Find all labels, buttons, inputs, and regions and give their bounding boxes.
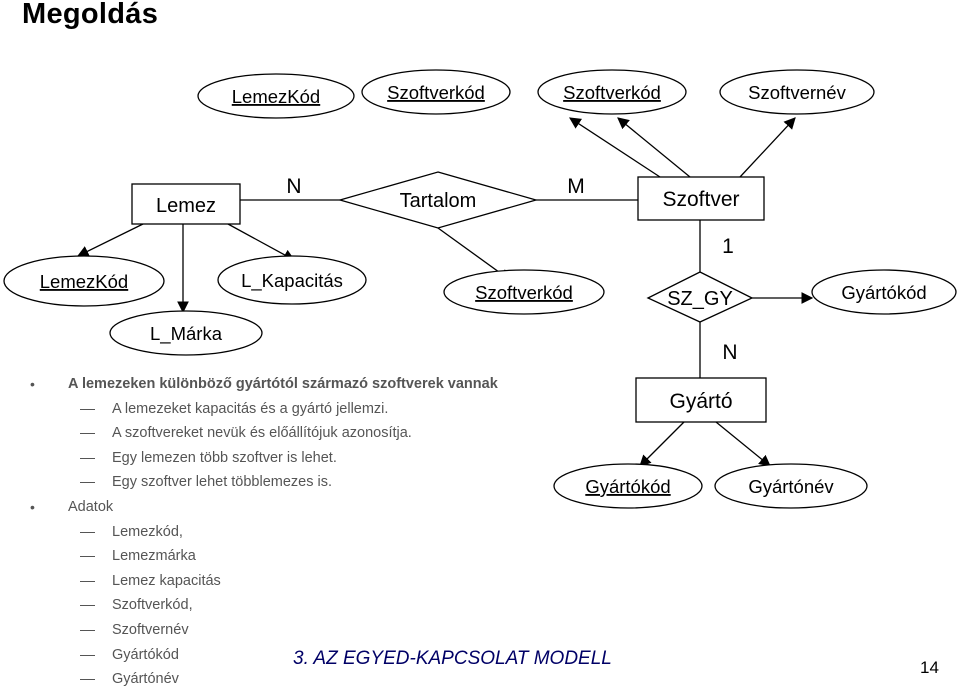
relationship-tartalom [337, 171, 539, 229]
line-szoftver-szoftverkod2 [617, 117, 691, 178]
entity-szoftver-label: Szoftver [662, 188, 739, 211]
cardinality-n-bottom: N [722, 341, 737, 364]
attr-szoftverkod-2 [537, 69, 687, 115]
relationship-szgy [646, 271, 754, 323]
attr-gyartonev-label: Gyártónév [748, 476, 834, 497]
entity-szoftver [637, 176, 765, 221]
entity-lemez-label: Lemez [156, 195, 216, 217]
bullet-subitem: Lemezkód, [30, 520, 590, 545]
line-szoftver-szoftvernev [739, 117, 796, 178]
bullet-subitem: Szoftvernév [30, 618, 590, 643]
entity-gyarto [635, 377, 767, 423]
bullet-item: A lemezeken különböző gyártótól származó… [30, 372, 590, 397]
page-title: Megoldás [22, 0, 159, 30]
attr-lemezkod-top-label: LemezKód [232, 86, 320, 107]
attr-lemezkod [3, 255, 165, 307]
relationship-tartalom-label: Tartalom [400, 190, 477, 212]
cardinality-m-right: M [567, 175, 585, 198]
bullet-list: A lemezeken különböző gyártótól származó… [30, 372, 590, 692]
page-number: 14 [920, 658, 939, 677]
cardinality-n-left: N [286, 175, 301, 198]
line-szoftver-szoftverkod1 [569, 117, 661, 178]
attr-szoftverkod-1-label: Szoftverkód [387, 82, 485, 103]
attr-lmarka-label: L_Márka [150, 323, 223, 345]
bullet-subitem: Lemezmárka [30, 544, 590, 569]
attr-lkapacitas [217, 255, 367, 305]
connectors [76, 117, 814, 467]
attr-lemezkod-top [197, 73, 355, 119]
attr-gyartonev [714, 463, 868, 509]
attr-lkapacitas-label: L_Kapacitás [241, 270, 343, 292]
bullet-subitem: Gyártókód [30, 643, 590, 668]
attr-gyartokod-right [811, 269, 957, 315]
bullet-subitem: A lemezeket kapacitás és a gyártó jellem… [30, 397, 590, 422]
line-gyarto-gyartokod [639, 421, 685, 467]
attr-szoftverkod-rel [443, 269, 605, 315]
attr-gyartokod [553, 463, 703, 509]
bullet-subitem: Egy lemezen több szoftver is lehet. [30, 446, 590, 471]
bullet-subitem: Gyártónév [30, 667, 590, 692]
attr-szoftvernev [719, 69, 875, 115]
attr-szoftverkod-2-label: Szoftverkód [563, 82, 661, 103]
line-gyarto-gyartonev [715, 421, 771, 467]
line-lemez-lemezkod [76, 223, 144, 257]
bullet-item: Adatok [30, 495, 590, 520]
entity-gyarto-label: Gyártó [669, 390, 732, 413]
attr-szoftvernev-label: Szoftvernév [748, 82, 846, 103]
attr-gyartokod-label: Gyártókód [585, 476, 670, 497]
bullet-subitem: A szoftvereket nevük és előállítójuk azo… [30, 421, 590, 446]
relationship-szgy-label: SZ_GY [667, 288, 733, 310]
attr-lemezkod-label: LemezKód [40, 271, 128, 292]
attr-lmarka [109, 310, 263, 356]
line-lemez-lkapacitas [227, 223, 296, 261]
attr-gyartokod-right-label: Gyártókód [841, 282, 926, 303]
attr-szoftverkod-1 [361, 69, 511, 115]
bullet-subitem: Szoftverkód, [30, 593, 590, 618]
entity-lemez [131, 183, 241, 225]
bullet-subitem: Lemez kapacitás [30, 569, 590, 594]
cardinality-one: 1 [722, 235, 734, 258]
bullet-subitem: Egy szoftver lehet többlemezes is. [30, 470, 590, 495]
attr-szoftverkod-rel-label: Szoftverkód [475, 282, 573, 303]
footer-title: 3. AZ EGYED-KAPCSOLAT MODELL [293, 648, 612, 669]
